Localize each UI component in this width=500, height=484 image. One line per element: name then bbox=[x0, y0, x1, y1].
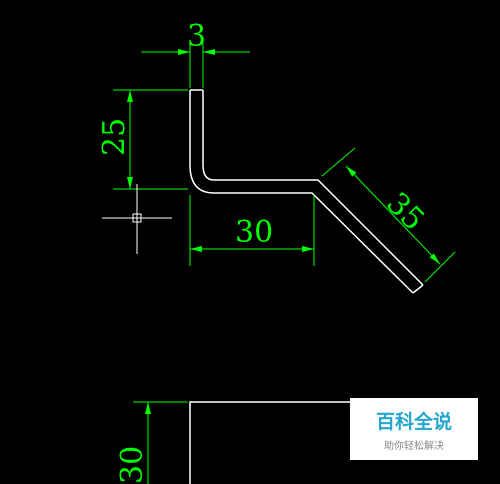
bent-profile[interactable] bbox=[189, 89, 424, 294]
profile-end-cap bbox=[412, 284, 424, 294]
watermark-badge: 百科全说 助你轻松解决 bbox=[350, 398, 478, 460]
dimension-text-base-length: 30 bbox=[235, 215, 273, 250]
crosshair-cursor bbox=[102, 184, 172, 254]
watermark-background bbox=[350, 398, 478, 460]
dimension-flange-height[interactable]: 25 bbox=[97, 89, 188, 190]
extension-line bbox=[424, 251, 456, 283]
dimension-text-flange-height: 25 bbox=[97, 118, 132, 156]
dimension-text-lower-height: 30 bbox=[115, 446, 150, 484]
lower-view[interactable]: 30 bbox=[115, 401, 360, 484]
dimension-line bbox=[392, 214, 441, 265]
extension-line bbox=[321, 147, 356, 177]
watermark-subtitle: 助你轻松解决 bbox=[384, 439, 444, 452]
watermark-title: 百科全说 bbox=[376, 410, 452, 433]
dimension-slant-length[interactable]: 35 bbox=[321, 147, 456, 283]
dimension-text-thickness: 3 bbox=[187, 19, 206, 54]
profile-inner-edge bbox=[202, 90, 424, 286]
dimension-thickness[interactable]: 3 bbox=[141, 19, 250, 88]
cursor-pickbox bbox=[132, 213, 142, 223]
dimension-lower-height[interactable]: 30 bbox=[115, 401, 188, 484]
dimension-line bbox=[345, 165, 394, 216]
lower-view-outline bbox=[189, 401, 360, 484]
dimension-text-slant-length: 35 bbox=[379, 186, 431, 238]
profile-outer-edge bbox=[189, 90, 414, 294]
dimension-base-length[interactable]: 30 bbox=[189, 195, 315, 266]
